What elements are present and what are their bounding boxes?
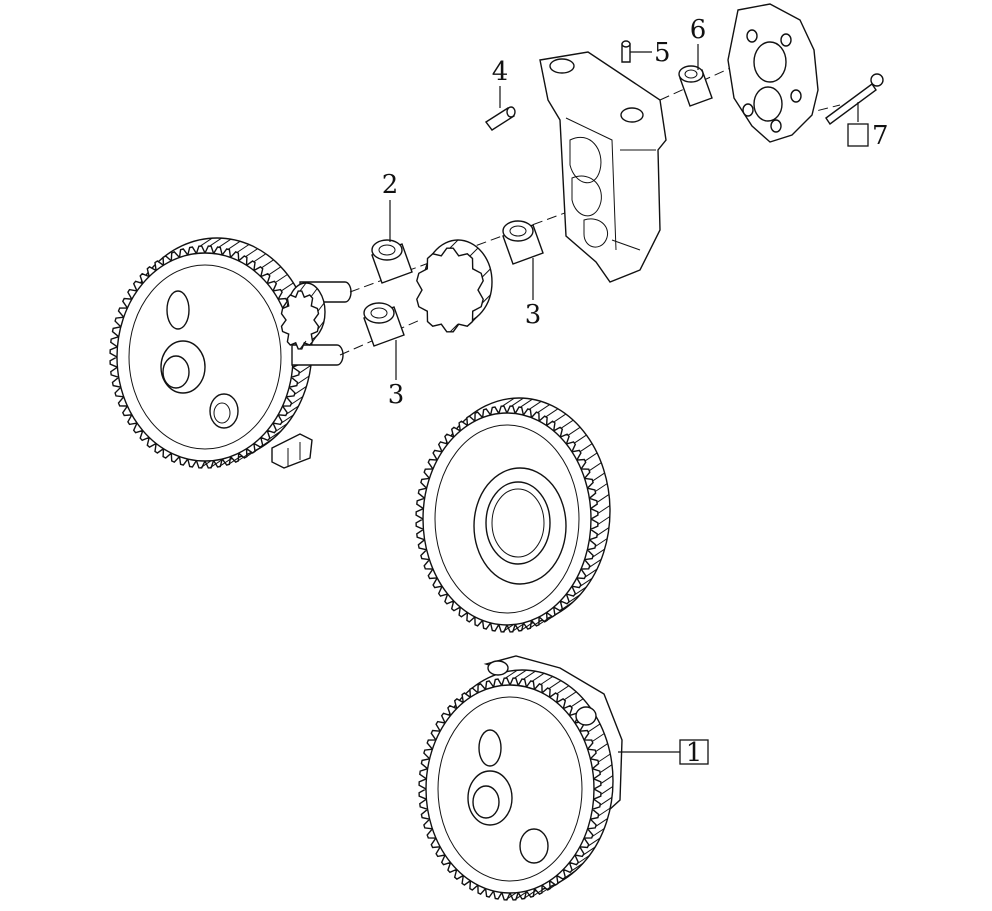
callout-4: 4 bbox=[492, 57, 509, 87]
retaining-clip bbox=[271, 433, 313, 469]
assembly-centerlines bbox=[339, 49, 841, 356]
sleeve-part-6 bbox=[678, 65, 713, 107]
drive-shaft-lower bbox=[291, 344, 344, 366]
callout-6: 6 bbox=[690, 15, 707, 45]
callout-1: 1 bbox=[686, 738, 703, 768]
callout-2: 2 bbox=[382, 170, 399, 200]
housing-top-hole bbox=[549, 58, 575, 74]
pin-part-5 bbox=[621, 40, 631, 63]
pump-housing bbox=[539, 51, 667, 283]
idler-gear bbox=[415, 397, 611, 633]
pump-pinion-gear bbox=[416, 239, 493, 333]
pump-cover-plate bbox=[727, 3, 819, 143]
callout-7: 7 bbox=[872, 121, 889, 151]
drive-gear-hole-lower bbox=[209, 393, 239, 429]
leader-lines bbox=[389, 44, 859, 753]
bushing-part-3-lower bbox=[363, 302, 405, 347]
drive-gear-assembly bbox=[109, 237, 352, 469]
shaft-pinion bbox=[280, 282, 326, 350]
callout-labels: 2 3 3 4 5 6 7 1 bbox=[382, 15, 889, 768]
callout-5: 5 bbox=[654, 38, 671, 68]
idler-gear-bore bbox=[485, 481, 551, 565]
bolt-part-7 bbox=[825, 73, 884, 125]
callout-3-lower: 3 bbox=[388, 380, 405, 410]
dowel-pin-part-4 bbox=[484, 106, 516, 131]
drive-gear-hole-upper bbox=[166, 290, 190, 330]
callout-3-upper: 3 bbox=[525, 300, 542, 330]
bushing-part-3-upper bbox=[502, 220, 544, 265]
callout-1-box bbox=[679, 739, 709, 765]
callout-7-box bbox=[847, 123, 869, 147]
bushing-part-2 bbox=[371, 239, 413, 284]
oil-pump-complete-assembly bbox=[418, 655, 623, 901]
